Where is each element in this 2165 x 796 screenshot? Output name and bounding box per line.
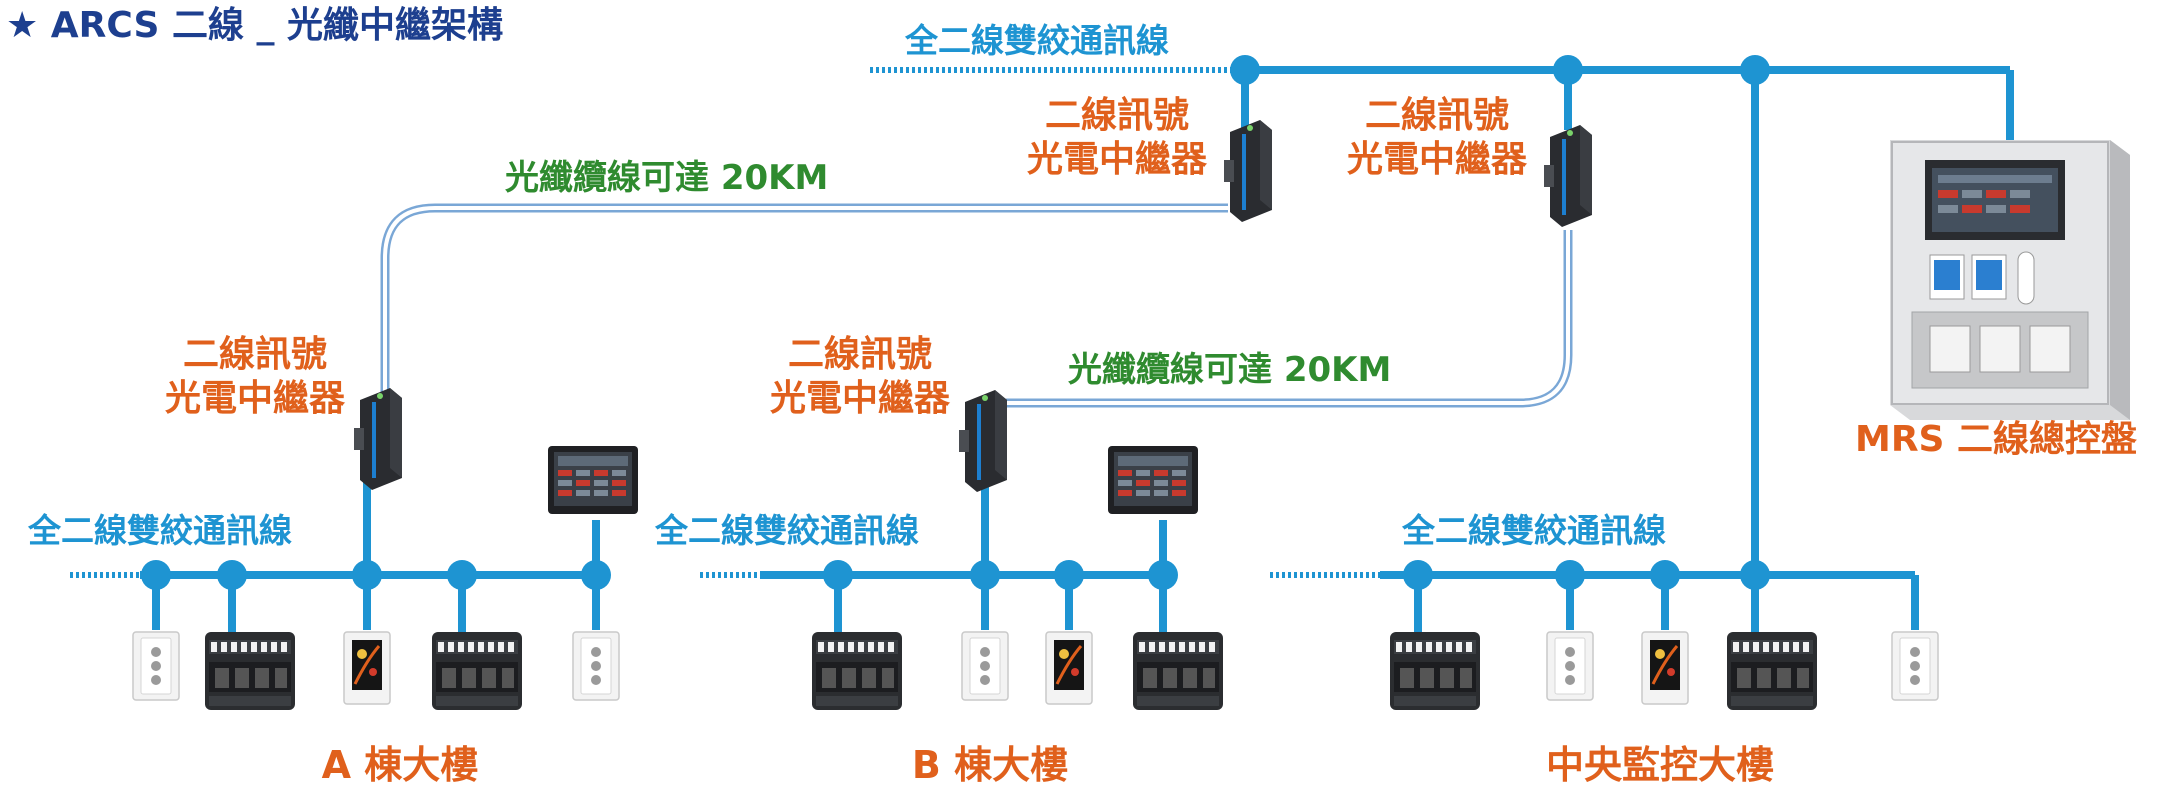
relay-unit-icon <box>432 632 522 710</box>
bus-label-a: 全二線雙絞通訊線 <box>28 511 292 550</box>
fiber-cable-lower <box>990 230 1573 408</box>
wall-display-icon <box>342 630 392 706</box>
repeater-label-b: 二線訊號 光電中繼器 <box>750 333 970 421</box>
control-panel-label: MRS 二線總控盤 <box>1855 419 2138 460</box>
repeater-line-2: 光電中繼器 <box>164 377 345 419</box>
repeater-line-2: 光電中繼器 <box>769 377 950 419</box>
bus-label-top: 全二線雙絞通訊線 <box>905 21 1169 60</box>
bus-label-central: 全二線雙絞通訊線 <box>1402 511 1666 550</box>
repeater-line-1: 二線訊號 <box>1044 95 1189 136</box>
fiber-label-lower: 光纖纜線可達 20KM <box>1068 350 1392 390</box>
fiber-repeater-icon <box>1224 120 1272 222</box>
repeater-line-1: 二線訊號 <box>787 334 932 375</box>
building-label-a: A 棟大樓 <box>321 743 479 787</box>
wall-switch-icon <box>132 631 180 701</box>
repeater-line-1: 二線訊號 <box>182 334 327 375</box>
bus-label-b: 全二線雙絞通訊線 <box>655 511 919 550</box>
wall-switch-icon <box>1891 631 1939 701</box>
building-label-b: B 棟大樓 <box>911 743 1069 787</box>
relay-unit-icon <box>205 632 295 710</box>
touch-panel-icon <box>548 446 638 514</box>
wall-switch-icon <box>961 631 1009 701</box>
wall-display-icon <box>1044 630 1094 706</box>
relay-unit-icon <box>1390 632 1480 710</box>
page-title: ★ ARCS 二線 _ 光纖中繼架構 <box>6 5 504 46</box>
bus-central <box>1270 560 1919 640</box>
wall-display-icon <box>1640 630 1690 706</box>
relay-unit-icon <box>812 632 902 710</box>
relay-unit-icon <box>1133 632 1223 710</box>
wall-switch-icon <box>572 631 620 701</box>
fiber-label-upper: 光纖纜線可達 20KM <box>505 158 829 198</box>
repeater-line-2: 光電中繼器 <box>1026 138 1207 180</box>
repeater-label-top-left: 二線訊號 光電中繼器 <box>1007 94 1227 182</box>
bus-b <box>700 470 1178 640</box>
repeater-line-1: 二線訊號 <box>1364 95 1509 136</box>
control-cabinet-icon <box>1890 140 2130 420</box>
bus-a <box>70 470 611 640</box>
touch-panel-icon <box>1108 446 1198 514</box>
repeater-label-a: 二線訊號 光電中繼器 <box>145 333 365 421</box>
bus-top <box>870 55 2014 575</box>
fiber-cable-upper <box>380 203 1228 395</box>
wall-switch-icon <box>1546 631 1594 701</box>
building-label-central: 中央監控大樓 <box>1545 743 1774 787</box>
fiber-repeater-icon <box>1544 125 1592 227</box>
repeater-label-top-right: 二線訊號 光電中繼器 <box>1327 94 1547 182</box>
repeater-line-2: 光電中繼器 <box>1346 138 1527 180</box>
relay-unit-icon <box>1727 632 1817 710</box>
